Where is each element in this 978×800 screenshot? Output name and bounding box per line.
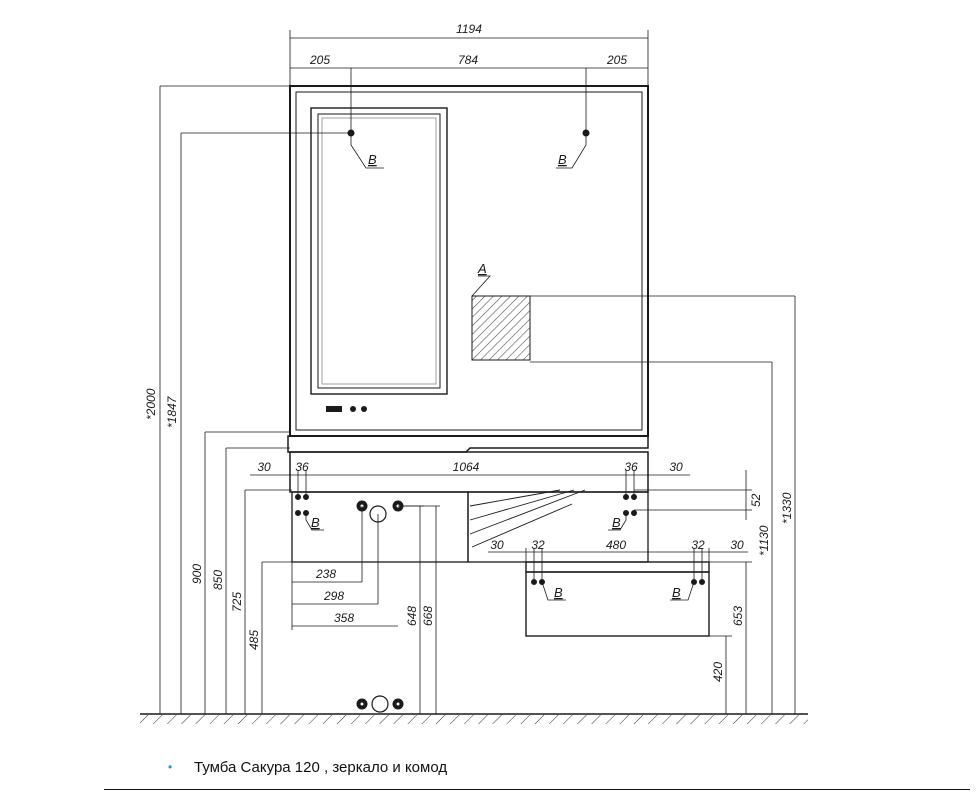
caption: • Тумба Сакура 120 , зеркало и комод (168, 756, 447, 778)
dim-chest-width: 480 (606, 538, 626, 552)
dim-vanity-right-offset: 30 (669, 460, 683, 474)
pipe-outlets (356, 500, 404, 713)
dim-vanity-width: 1064 (453, 460, 480, 474)
control-buttons (326, 406, 367, 412)
caption-text: Тумба Сакура 120 , зеркало и комод (194, 758, 448, 776)
dim-chest-left-offset: 30 (490, 538, 504, 552)
dim-height-1330: *1330 (780, 492, 794, 524)
dim-h-725: 725 (230, 592, 244, 612)
dim-h-485: 485 (247, 630, 261, 650)
floor (140, 713, 808, 724)
zone-a-hatch (471, 295, 531, 361)
chest-unit (525, 561, 710, 637)
bottom-divider (104, 789, 970, 790)
bullet-icon: • (168, 760, 173, 774)
dim-vanity-hole-drop: 52 (749, 493, 763, 507)
dim-pipe-358: 358 (334, 611, 354, 625)
dim-chest-653: 653 (731, 606, 745, 626)
dimension-lines (159, 30, 796, 714)
dim-pipe-238: 238 (315, 567, 336, 581)
dim-chest-right-hole: 32 (691, 538, 705, 552)
dim-height-1130: *1130 (757, 525, 771, 556)
label-b-vanity-left: B (311, 515, 320, 530)
dim-overall-width: 1194 (456, 22, 482, 36)
dim-pipe-668: 668 (421, 606, 435, 626)
dim-top-right: 205 (606, 53, 627, 67)
dim-h-900: 900 (190, 564, 204, 584)
label-b-chest-right: B (672, 585, 681, 600)
dim-chest-right-offset: 30 (730, 538, 744, 552)
dim-height-2000: *2000 (144, 388, 158, 420)
dim-vanity-right-hole: 36 (624, 460, 638, 474)
callout-labels: B B A B B B B (311, 152, 681, 600)
dim-chest-420: 420 (711, 662, 725, 682)
dim-vanity-left-offset: 30 (257, 460, 271, 474)
label-b-mirror-left: B (368, 152, 377, 167)
dim-height-1847: *1847 (165, 395, 179, 428)
label-a-zone: A (477, 261, 487, 276)
label-b-mirror-right: B (558, 152, 567, 167)
dim-pipe-648: 648 (405, 606, 419, 626)
vanity-unit (287, 435, 649, 563)
dim-top-left: 205 (309, 53, 330, 67)
dim-chest-left-hole: 32 (531, 538, 545, 552)
dim-top-middle: 784 (458, 53, 478, 67)
label-b-vanity-right: B (612, 515, 621, 530)
mirror-cabinet (289, 85, 649, 437)
dim-pipe-298: 298 (323, 589, 344, 603)
dim-vanity-left-hole: 36 (295, 460, 309, 474)
dim-h-850: 850 (211, 570, 225, 590)
dimension-texts: 1194 205 784 205 *2000 *1847 900 850 725… (144, 22, 794, 682)
label-b-chest-left: B (554, 585, 563, 600)
